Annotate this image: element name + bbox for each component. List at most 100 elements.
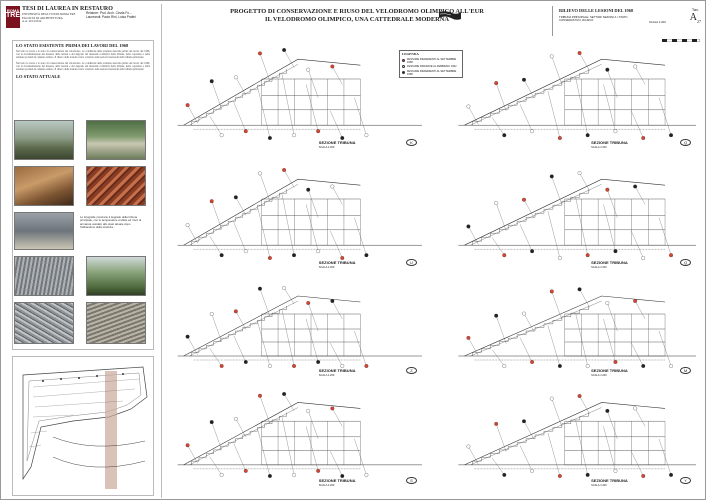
crack-marker — [330, 406, 335, 411]
crack-marker — [306, 408, 311, 413]
crack-marker — [306, 67, 311, 72]
crack-marker — [364, 364, 369, 368]
description-paragraph: Nel testo la storia e lo stato di conser… — [16, 50, 150, 60]
crack-marker — [613, 129, 618, 134]
title-block: PROGETTO DI CONSERVAZIONE E RIUSO DEL VE… — [162, 4, 552, 34]
legend-dot-white — [402, 65, 405, 68]
section-label: SEZIONE TRIBUNA — [318, 140, 356, 145]
crack-marker — [549, 54, 554, 59]
crack-marker — [243, 249, 248, 254]
crack-marker — [316, 360, 321, 364]
crack-marker — [549, 396, 554, 401]
section-structure — [458, 295, 696, 361]
crack-marker — [549, 289, 554, 294]
crack-marker — [613, 249, 618, 254]
crack-marker — [209, 199, 214, 204]
crack-marker — [219, 472, 224, 477]
left-column: ROMA TRE TESI DI LAUREA IN RESTAURO UNIV… — [4, 4, 158, 498]
crack-marker — [282, 168, 287, 172]
crack-marker — [466, 224, 471, 229]
section-letter-marker: Z — [406, 367, 417, 374]
section-letter-marker: M — [680, 367, 691, 374]
crack-marker — [530, 129, 535, 134]
section-structure — [458, 178, 696, 250]
tav-letter: A — [689, 12, 697, 23]
crack-marker — [669, 472, 673, 477]
crack-marker — [557, 474, 562, 478]
crack-marker — [633, 406, 638, 411]
crack-marker — [209, 420, 214, 425]
section-scale: SCALA 1:200 — [318, 266, 335, 269]
crack-marker — [209, 312, 214, 316]
crack-marker — [577, 394, 582, 398]
section-letter-marker: Y — [680, 477, 691, 484]
crack-marker — [466, 335, 471, 340]
crack-marker — [605, 67, 610, 72]
legend-item: FESSURE RIMARRENTI AL SETTEMBRE 1968 — [402, 58, 460, 64]
section-structure — [177, 58, 422, 130]
crack-marker — [613, 360, 618, 364]
description-panel: LO STATO ESISTENTE PRIMA DEI LAVORI DEL … — [12, 40, 154, 350]
section-structure — [177, 402, 422, 470]
section-scale: SCALA 1:200 — [318, 484, 335, 487]
legend-item: FESSURE RIPARATE AL FEBBRAIO 1962 — [402, 65, 460, 68]
section-svg — [177, 392, 422, 478]
crack-marker — [577, 51, 582, 55]
crack-marker — [316, 249, 321, 254]
crack-marker — [330, 184, 335, 189]
rilievo-title: RILIEVO DELLE LESIONI DEL 1968 — [559, 8, 634, 13]
subtitle-stato-attuale: LO STATO ATTUALE — [16, 74, 61, 80]
scale-text: SCALA 1:200 — [649, 20, 666, 24]
crack-marker — [577, 287, 582, 292]
section-label: SEZIONE TRIBUNA — [591, 368, 628, 373]
photo-trees — [86, 256, 146, 296]
section-label: SEZIONE TRIBUNA — [318, 478, 356, 483]
crack-marker — [340, 474, 345, 478]
crack-marker — [557, 256, 562, 260]
crack-marker — [267, 136, 272, 140]
tav-label: Tav. — [691, 7, 699, 12]
crack-marker — [282, 286, 287, 290]
section-label: SEZIONE TRIBUNA — [318, 368, 356, 373]
crack-marker — [585, 253, 590, 258]
crack-marker — [557, 136, 562, 140]
crack-marker — [502, 364, 507, 368]
crack-marker — [267, 256, 272, 260]
crack-marker — [316, 468, 321, 473]
crack-marker — [258, 171, 262, 176]
photo-roof-structure — [86, 166, 146, 206]
crack-marker — [258, 286, 262, 291]
crack-marker — [233, 309, 238, 314]
title-block-info: RILIEVO DELLE LESIONI DEL 1968 TRIBUNA P… — [552, 6, 705, 36]
crack-marker — [669, 364, 673, 368]
crack-marker — [185, 334, 190, 339]
crack-marker — [605, 187, 610, 192]
main-subtitle: IL VELODROMO OLIMPICO, UNA CATTEDRALE MO… — [264, 16, 450, 23]
crack-marker — [494, 421, 499, 426]
section-letter-marker: Q — [680, 139, 691, 146]
crack-marker — [306, 301, 311, 305]
crack-marker — [494, 201, 499, 206]
table-number: Tav. A27 — [690, 7, 701, 24]
crack-marker — [292, 472, 296, 477]
section-svg — [458, 394, 696, 478]
section-label: SEZIONE TRIBUNA — [591, 140, 628, 145]
crack-marker — [577, 171, 582, 175]
crack-marker — [292, 133, 296, 138]
section-scale: SCALA 1:200 — [318, 146, 335, 149]
site-plan-panel — [12, 356, 154, 496]
section-svg — [458, 287, 696, 368]
crack-marker — [585, 364, 590, 368]
legend-dot-red — [402, 59, 405, 62]
section-letter-marker: U — [406, 259, 417, 266]
site-plan-drawing — [22, 366, 148, 489]
section-scale: SCALA 1:200 — [591, 484, 607, 487]
section-svg — [458, 51, 696, 140]
